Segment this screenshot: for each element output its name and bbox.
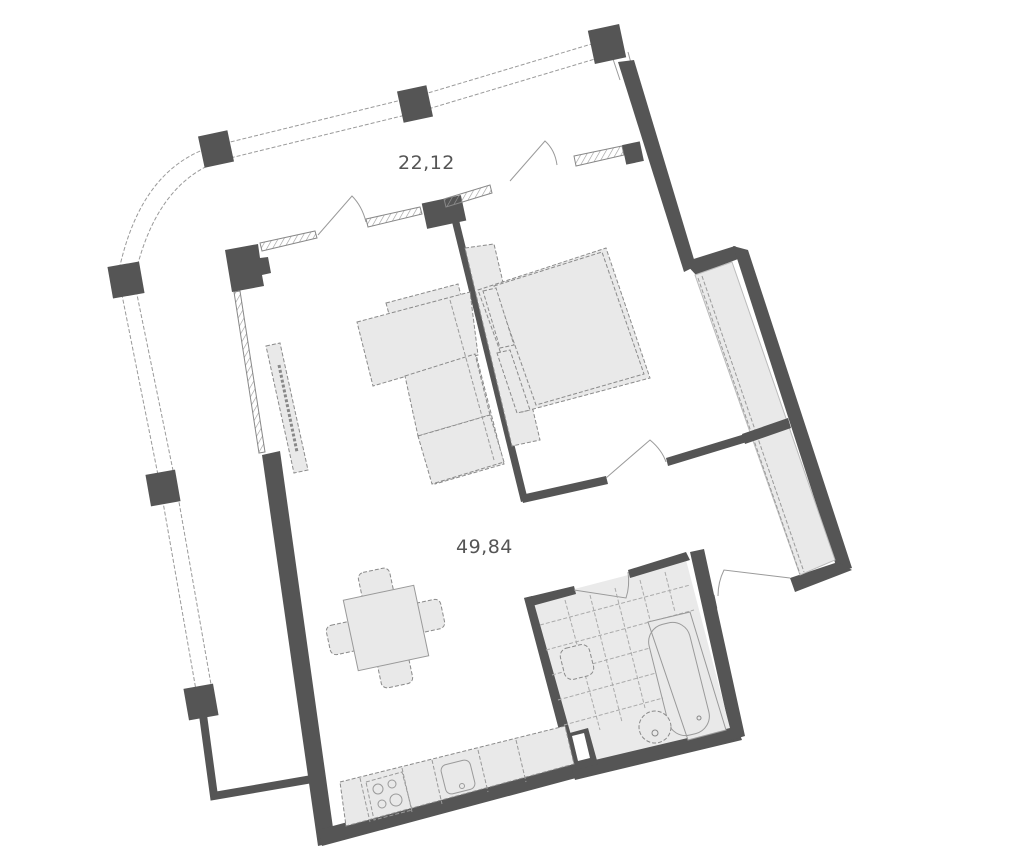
loggia	[694, 261, 836, 597]
bathroom	[524, 552, 730, 770]
inner-facade	[225, 140, 644, 474]
sofa	[356, 283, 505, 485]
balcony-area-label: 22,12	[398, 152, 455, 174]
dining-table	[325, 567, 446, 689]
bed	[464, 243, 651, 447]
columns	[107, 24, 627, 721]
kitchen	[339, 725, 575, 827]
balcony-low-wall	[199, 714, 319, 801]
main-area-label: 49,84	[456, 536, 513, 558]
